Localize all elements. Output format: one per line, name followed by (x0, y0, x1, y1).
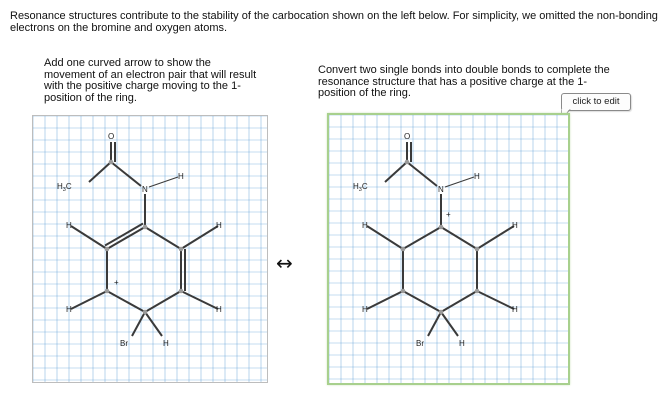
bond (70, 225, 108, 250)
methyl-label: H3C (57, 182, 72, 193)
double-bond (104, 222, 144, 247)
hydrogen-label: H (512, 221, 518, 230)
bond (144, 290, 182, 313)
bond (366, 225, 404, 250)
bond (180, 290, 219, 310)
click-to-edit-button[interactable]: click to edit (561, 93, 631, 111)
bond (366, 290, 404, 310)
bond (440, 311, 459, 337)
bond (180, 225, 219, 250)
intro-text: Resonance structures contribute to the s… (10, 10, 658, 34)
atom-node (142, 309, 148, 315)
atom-node (404, 159, 410, 165)
atom-node (474, 288, 480, 294)
bond (440, 226, 478, 250)
positive-charge: + (446, 210, 451, 219)
hydrogen-label: H (512, 305, 518, 314)
methyl-h: H (57, 182, 63, 191)
atom-node (104, 246, 110, 252)
hydrogen-label: H (178, 172, 184, 181)
bond (406, 161, 438, 187)
bond (402, 290, 442, 313)
atom-node (438, 224, 444, 230)
oxygen-label: O (404, 132, 410, 141)
methyl-c: C (362, 182, 368, 191)
resonance-arrow: ↔ (276, 251, 293, 275)
bond (476, 225, 515, 250)
nitrogen-label: N (438, 185, 444, 194)
bond (70, 290, 108, 310)
bond (88, 161, 112, 183)
hydrogen-label: H (163, 339, 169, 348)
hydrogen-label: H (66, 305, 72, 314)
bond (144, 226, 182, 250)
bond (106, 290, 146, 313)
methyl-subscript: 3 (63, 187, 66, 193)
atom-node (400, 246, 406, 252)
hydrogen-label: H (66, 221, 72, 230)
bond (440, 290, 478, 313)
atom-node (438, 309, 444, 315)
bond (384, 161, 408, 183)
hydrogen-label: H (362, 221, 368, 230)
bond-to-hydrogen (444, 176, 475, 188)
left-instructions: Add one curved arrow to show the movemen… (44, 57, 257, 104)
methyl-label: H3C (353, 182, 368, 193)
hydrogen-label: H (459, 339, 465, 348)
bond (110, 161, 142, 187)
atom-node (474, 246, 480, 252)
bond (402, 226, 442, 250)
nitrogen-label: N (142, 185, 148, 194)
hydrogen-label: H (362, 305, 368, 314)
bond (144, 311, 163, 337)
bond (427, 311, 442, 337)
hydrogen-label: H (216, 221, 222, 230)
positive-charge: + (114, 278, 119, 287)
right-instructions: Convert two single bonds into double bon… (318, 64, 610, 99)
hydrogen-label: H (216, 305, 222, 314)
methyl-c: C (66, 182, 72, 191)
atom-node (108, 159, 114, 165)
bromine-label: Br (120, 339, 128, 348)
bond-to-hydrogen (148, 176, 179, 188)
hydrogen-label: H (474, 172, 480, 181)
atom-node (178, 288, 184, 294)
bromine-label: Br (416, 339, 424, 348)
atom-node (400, 288, 406, 294)
methyl-subscript: 3 (359, 187, 362, 193)
bond (106, 226, 146, 250)
methyl-h: H (353, 182, 359, 191)
bond (131, 311, 146, 337)
oxygen-label: O (108, 132, 114, 141)
atom-node (142, 224, 148, 230)
atom-node (104, 288, 110, 294)
bond (476, 290, 515, 310)
atom-node (178, 246, 184, 252)
